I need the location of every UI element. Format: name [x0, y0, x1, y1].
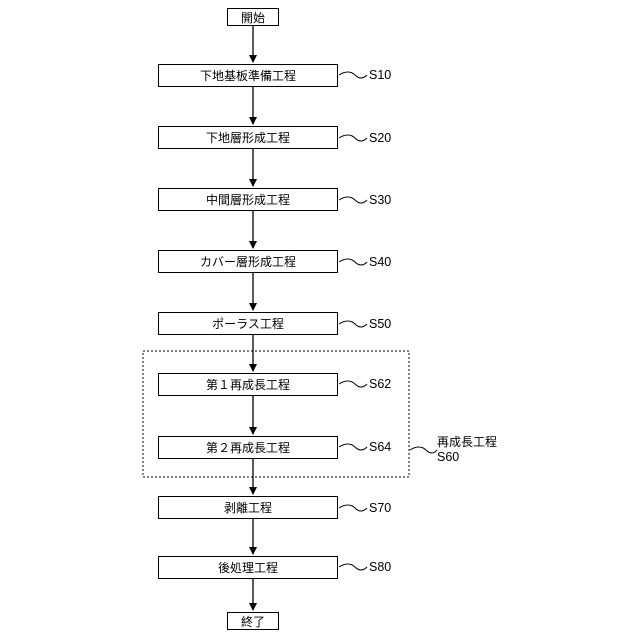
regrowth-group-title: 再成長工程 [437, 435, 497, 450]
leader-s64 [339, 444, 367, 450]
step-s20-box: 下地層形成工程 [158, 126, 338, 149]
step-s64-box: 第２再成長工程 [158, 436, 338, 459]
end-label: 終了 [241, 613, 265, 630]
leader-s80 [339, 564, 367, 570]
step-s50-box: ポーラス工程 [158, 312, 338, 335]
ref-s64: S64 [369, 441, 391, 454]
step-s10-box: 下地基板準備工程 [158, 64, 338, 87]
step-s40-box: カバー層形成工程 [158, 250, 338, 273]
leader-s30 [339, 197, 367, 203]
step-s30-text: 中間層形成工程 [206, 191, 290, 208]
ref-s62: S62 [369, 378, 391, 391]
regrowth-group-label: 再成長工程 S60 [437, 435, 497, 465]
step-s40-text: カバー層形成工程 [200, 253, 296, 270]
leader-s70 [339, 505, 367, 511]
start-label: 開始 [241, 9, 265, 26]
ref-s30: S30 [369, 194, 391, 207]
step-s10-text: 下地基板準備工程 [200, 67, 296, 84]
step-s80-text: 後処理工程 [218, 559, 278, 576]
leader-s10 [339, 72, 367, 78]
ref-s20: S20 [369, 132, 391, 145]
ref-s80: S80 [369, 561, 391, 574]
step-s64-text: 第２再成長工程 [206, 439, 290, 456]
step-s62-text: 第１再成長工程 [206, 376, 290, 393]
step-s70-text: 剥離工程 [224, 499, 272, 516]
leader-s50 [339, 321, 367, 327]
leader-s20 [339, 135, 367, 141]
ref-s40: S40 [369, 256, 391, 269]
step-s80-box: 後処理工程 [158, 556, 338, 579]
step-s50-text: ポーラス工程 [212, 315, 284, 332]
leader-s62 [339, 381, 367, 387]
ref-s10: S10 [369, 69, 391, 82]
ref-s50: S50 [369, 318, 391, 331]
step-s70-box: 剥離工程 [158, 496, 338, 519]
regrowth-group-ref: S60 [437, 450, 497, 465]
end-terminal: 終了 [227, 612, 279, 630]
step-s30-box: 中間層形成工程 [158, 188, 338, 211]
leader-s40 [339, 259, 367, 265]
ref-s70: S70 [369, 502, 391, 515]
step-s62-box: 第１再成長工程 [158, 373, 338, 396]
step-s20-text: 下地層形成工程 [206, 129, 290, 146]
start-terminal: 開始 [227, 8, 279, 26]
leader-s60 [410, 447, 437, 453]
